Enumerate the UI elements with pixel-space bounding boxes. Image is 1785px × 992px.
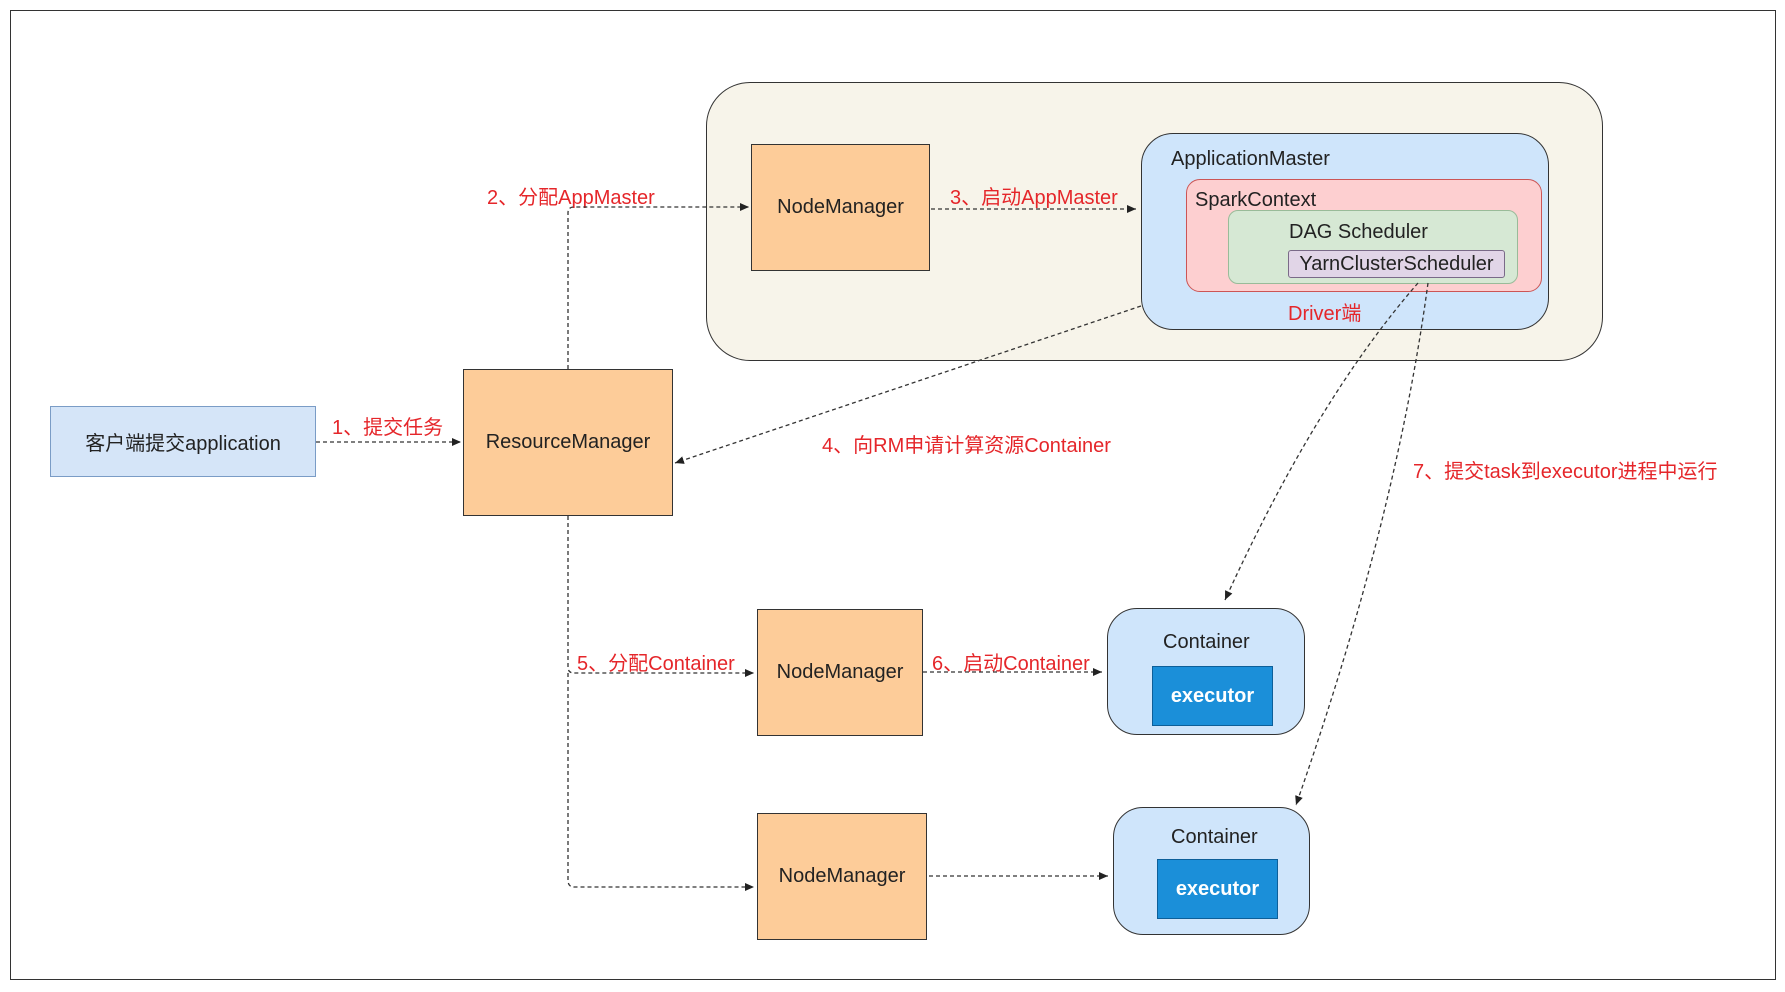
step-3-label: 3、启动AppMaster: [950, 187, 1118, 209]
step-6-label: 6、启动Container: [932, 653, 1090, 675]
client-box: 客户端提交application: [50, 406, 316, 477]
container-2-title: Container: [1171, 826, 1258, 848]
container-1-title: Container: [1163, 631, 1250, 653]
arrow-am-to-rm: [674, 305, 1142, 464]
step-5-label: 5、分配Container: [577, 653, 735, 675]
arrow-rm-to-nm1: [567, 203, 749, 369]
resource-manager-box: ResourceManager: [463, 369, 673, 516]
node-manager-2-box: NodeManager: [757, 609, 923, 736]
dag-scheduler-label: DAG Scheduler: [1289, 221, 1428, 243]
arrow-scheduler-to-container1: [1224, 282, 1419, 601]
step-4-label: 4、向RM申请计算资源Container: [822, 435, 1111, 457]
executor-1-box: executor: [1152, 666, 1273, 726]
application-master-label: ApplicationMaster: [1171, 148, 1330, 170]
executor-2-box: executor: [1157, 859, 1278, 919]
arrow-scheduler-to-container2: [1295, 282, 1429, 806]
diagram-frame: [10, 10, 1776, 980]
node-manager-1-box: NodeManager: [751, 144, 930, 271]
yarn-cluster-scheduler-box: YarnClusterScheduler: [1288, 250, 1505, 278]
step-2-label: 2、分配AppMaster: [487, 187, 655, 209]
arrow-rm-to-nm2: [567, 516, 754, 677]
step-7-label: 7、提交task到executor进程中运行: [1413, 461, 1718, 483]
step-1-label: 1、提交任务: [332, 417, 444, 439]
driver-label: Driver端: [1288, 303, 1362, 325]
spark-context-label: SparkContext: [1195, 189, 1317, 211]
node-manager-3-box: NodeManager: [757, 813, 927, 940]
arrow-rm-to-nm3: [567, 673, 754, 891]
